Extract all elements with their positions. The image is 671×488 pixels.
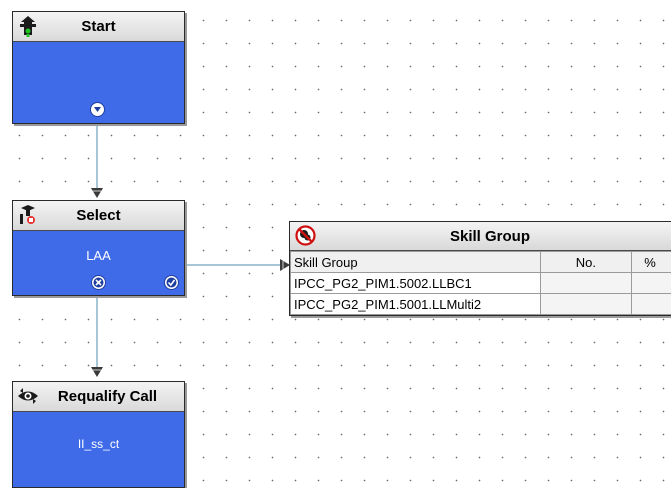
- column-header-percent: %: [632, 252, 671, 273]
- select-node-value: LAA: [86, 248, 111, 263]
- skill-group-table: Skill Group No. % IPCC_PG2_PIM1.5002.LLB…: [290, 251, 671, 315]
- requalify-node-title: Requalify Call: [58, 388, 157, 405]
- table-header-row: Skill Group No. %: [291, 252, 671, 273]
- table-row[interactable]: IPCC_PG2_PIM1.5002.LLBC1: [291, 273, 671, 294]
- table-row[interactable]: IPCC_PG2_PIM1.5001.LLMulti2: [291, 294, 671, 315]
- start-node-title: Start: [81, 18, 115, 35]
- select-node-title: Select: [76, 207, 120, 224]
- requalify-call-node[interactable]: Requalify Call II_ss_ct: [12, 381, 185, 488]
- skill-group-node[interactable]: Skill Group Skill Group No. % IPCC_PG2_P…: [289, 221, 671, 316]
- start-output-port[interactable]: [90, 102, 105, 117]
- skill-group-title: Skill Group: [450, 228, 530, 245]
- column-header-no: No.: [540, 252, 632, 273]
- select-failure-port[interactable]: [91, 275, 106, 290]
- no-entry-icon: [295, 225, 316, 246]
- requalify-node-value: II_ss_ct: [78, 437, 119, 451]
- requalify-input-port[interactable]: [89, 364, 105, 380]
- traffic-light-icon: [17, 15, 39, 37]
- requalify-node-body: II_ss_ct: [13, 412, 184, 487]
- requalify-eye-icon: [17, 385, 39, 407]
- select-node-header: Select: [13, 201, 184, 231]
- skill-group-percent-cell[interactable]: [632, 273, 671, 294]
- column-header-skill-group: Skill Group: [291, 252, 541, 273]
- skill-group-no-cell[interactable]: [540, 294, 632, 315]
- start-node-body: [13, 42, 184, 123]
- select-node-icon: [17, 204, 39, 226]
- select-node-body: LAA: [13, 231, 184, 295]
- requalify-node-header: Requalify Call: [13, 382, 184, 412]
- skill-group-name-cell[interactable]: IPCC_PG2_PIM1.5002.LLBC1: [291, 273, 541, 294]
- select-node[interactable]: Select LAA: [12, 200, 185, 296]
- skill-group-percent-cell[interactable]: [632, 294, 671, 315]
- skill-group-no-cell[interactable]: [540, 273, 632, 294]
- select-success-port[interactable]: [164, 275, 179, 290]
- start-node-header: Start: [13, 12, 184, 42]
- skill-group-header: Skill Group: [290, 222, 671, 251]
- select-input-port[interactable]: [89, 185, 105, 201]
- start-node[interactable]: Start: [12, 11, 185, 124]
- skill-group-name-cell[interactable]: IPCC_PG2_PIM1.5001.LLMulti2: [291, 294, 541, 315]
